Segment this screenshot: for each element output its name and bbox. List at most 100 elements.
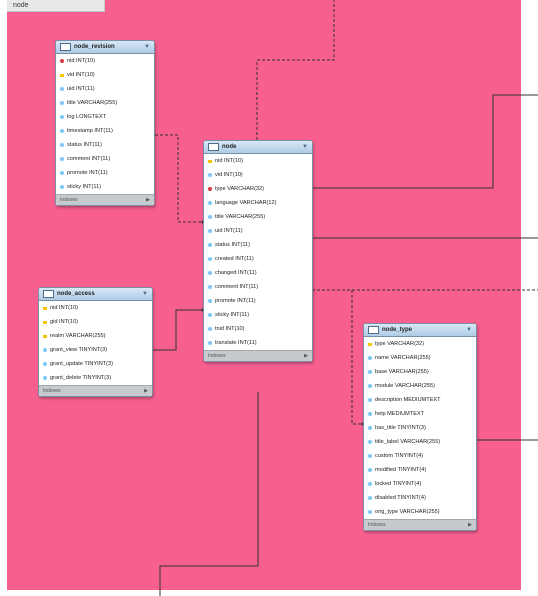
field-label: nid INT(10) <box>215 158 243 164</box>
table-field-row[interactable]: grant_delete TINYINT(3) <box>39 371 152 385</box>
field-label: language VARCHAR(12) <box>215 200 277 206</box>
table-node[interactable]: node ▼ nid INT(10) vid INT(10) type VARCHA… <box>203 140 313 362</box>
indexes-label: Indexes <box>43 388 61 394</box>
column-icon <box>368 482 372 486</box>
table-field-row[interactable]: sticky INT(11) <box>204 308 312 322</box>
primary-key-icon <box>43 306 47 310</box>
table-field-row[interactable]: description MEDIUMTEXT <box>364 393 476 407</box>
table-field-row[interactable]: base VARCHAR(255) <box>364 365 476 379</box>
table-field-row[interactable]: created INT(11) <box>204 252 312 266</box>
table-field-row[interactable]: uid INT(11) <box>204 224 312 238</box>
indexes-footer[interactable]: Indexes ▶ <box>56 194 154 205</box>
table-field-row[interactable]: translate INT(11) <box>204 336 312 350</box>
table-field-row[interactable]: status INT(11) <box>204 238 312 252</box>
region-tab[interactable]: node <box>7 0 105 12</box>
table-field-row[interactable]: nid INT(10) <box>39 301 152 315</box>
field-label: tnid INT(10) <box>215 326 245 332</box>
field-label: gid INT(10) <box>50 319 78 325</box>
expand-arrow-icon[interactable]: ▶ <box>468 522 472 528</box>
table-field-row[interactable]: nid INT(10) <box>56 54 154 68</box>
table-field-row[interactable]: orig_type VARCHAR(255) <box>364 505 476 519</box>
chevron-down-icon[interactable]: ▼ <box>142 291 148 297</box>
column-icon <box>60 171 64 175</box>
table-field-row[interactable]: nid INT(10) <box>204 154 312 168</box>
table-header[interactable]: node_access ▼ <box>39 288 152 301</box>
column-icon <box>208 327 212 331</box>
table-field-row[interactable]: title_label VARCHAR(255) <box>364 435 476 449</box>
table-field-row[interactable]: modified TINYINT(4) <box>364 463 476 477</box>
column-icon <box>208 229 212 233</box>
primary-key-icon <box>208 159 212 163</box>
table-header[interactable]: node_revision ▼ <box>56 41 154 54</box>
table-field-row[interactable]: comment INT(11) <box>204 280 312 294</box>
expand-arrow-icon[interactable]: ▶ <box>304 353 308 359</box>
table-field-row[interactable]: locked TINYINT(4) <box>364 477 476 491</box>
table-field-row[interactable]: promote INT(11) <box>204 294 312 308</box>
field-label: nid INT(10) <box>67 58 95 64</box>
table-header[interactable]: node ▼ <box>204 141 312 154</box>
column-icon <box>368 468 372 472</box>
field-list: type VARCHAR(32) name VARCHAR(255) base VA… <box>364 337 476 519</box>
field-label: base VARCHAR(255) <box>375 369 429 375</box>
rel-node-top-external <box>256 0 335 140</box>
table-field-row[interactable]: module VARCHAR(255) <box>364 379 476 393</box>
table-field-row[interactable]: comment INT(11) <box>56 152 154 166</box>
table-field-row[interactable]: language VARCHAR(12) <box>204 196 312 210</box>
table-field-row[interactable]: log LONGTEXT <box>56 110 154 124</box>
indexes-footer[interactable]: Indexes ▶ <box>204 350 312 361</box>
field-label: disabled TINYINT(4) <box>375 495 426 501</box>
column-icon <box>208 215 212 219</box>
indexes-label: Indexes <box>208 353 226 359</box>
table-field-row[interactable]: status INT(11) <box>56 138 154 152</box>
table-field-row[interactable]: promote INT(11) <box>56 166 154 180</box>
rel-node-node-type <box>312 289 363 425</box>
table-field-row[interactable]: realm VARCHAR(255) <box>39 329 152 343</box>
table-field-row[interactable]: vid INT(10) <box>204 168 312 182</box>
table-node-type[interactable]: node_type ▼ type VARCHAR(32) name VARCHAR… <box>363 323 477 531</box>
table-title: node_access <box>57 291 95 297</box>
table-field-row[interactable]: has_title TINYINT(3) <box>364 421 476 435</box>
table-field-row[interactable]: disabled TINYINT(4) <box>364 491 476 505</box>
table-field-row[interactable]: title VARCHAR(255) <box>204 210 312 224</box>
field-label: promote INT(11) <box>67 170 108 176</box>
table-node-access[interactable]: node_access ▼ nid INT(10) gid INT(10) real… <box>38 287 153 397</box>
primary-key-icon <box>43 334 47 338</box>
table-field-row[interactable]: timestamp INT(11) <box>56 124 154 138</box>
table-field-row[interactable]: grant_update TINYINT(3) <box>39 357 152 371</box>
table-field-row[interactable]: custom TINYINT(4) <box>364 449 476 463</box>
chevron-down-icon[interactable]: ▼ <box>302 144 308 150</box>
table-field-row[interactable]: type VARCHAR(32) <box>364 337 476 351</box>
table-field-row[interactable]: uid INT(11) <box>56 82 154 96</box>
expand-arrow-icon[interactable]: ▶ <box>146 197 150 203</box>
field-label: custom TINYINT(4) <box>375 453 424 459</box>
primary-key-icon <box>43 320 47 324</box>
table-field-row[interactable]: vid INT(10) <box>56 68 154 82</box>
table-field-row[interactable]: tnid INT(10) <box>204 322 312 336</box>
chevron-down-icon[interactable]: ▼ <box>466 327 472 333</box>
table-node-revision[interactable]: node_revision ▼ nid INT(10) vid INT(10) ui… <box>55 40 155 206</box>
table-field-row[interactable]: changed INT(11) <box>204 266 312 280</box>
field-label: title_label VARCHAR(255) <box>375 439 441 445</box>
field-label: grant_update TINYINT(3) <box>50 361 114 367</box>
field-label: name VARCHAR(255) <box>375 355 431 361</box>
column-icon <box>368 496 372 500</box>
chevron-down-icon[interactable]: ▼ <box>144 44 150 50</box>
table-field-row[interactable]: title VARCHAR(255) <box>56 96 154 110</box>
table-field-row[interactable]: help MEDIUMTEXT <box>364 407 476 421</box>
table-field-row[interactable]: sticky INT(11) <box>56 180 154 194</box>
field-label: type VARCHAR(32) <box>375 341 425 347</box>
field-label: type VARCHAR(32) <box>215 186 265 192</box>
table-field-row[interactable]: gid INT(10) <box>39 315 152 329</box>
table-field-row[interactable]: type VARCHAR(32) <box>204 182 312 196</box>
table-field-row[interactable]: grant_view TINYINT(3) <box>39 343 152 357</box>
field-label: vid INT(10) <box>215 172 243 178</box>
field-label: uid INT(11) <box>67 86 95 92</box>
expand-arrow-icon[interactable]: ▶ <box>144 388 148 394</box>
column-icon <box>43 362 47 366</box>
field-label: promote INT(11) <box>215 298 256 304</box>
column-icon <box>60 101 64 105</box>
table-header[interactable]: node_type ▼ <box>364 324 476 337</box>
indexes-footer[interactable]: Indexes ▶ <box>39 385 152 396</box>
indexes-footer[interactable]: Indexes ▶ <box>364 519 476 530</box>
table-field-row[interactable]: name VARCHAR(255) <box>364 351 476 365</box>
